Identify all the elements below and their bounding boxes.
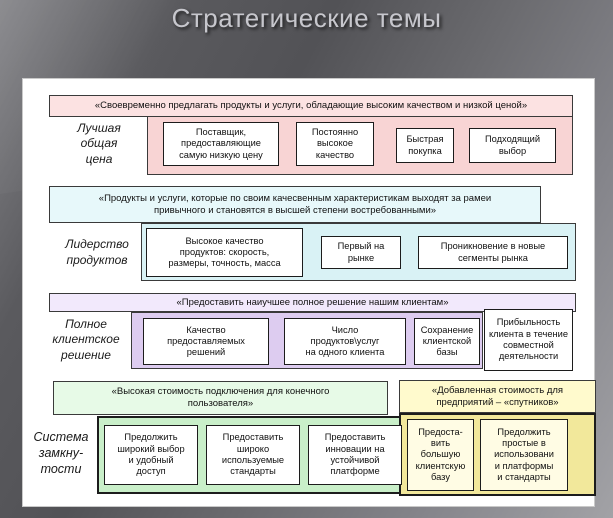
customer-solution-box-profitability: Прибыльность клиента в течение совместно… — [484, 309, 573, 371]
customer-solution-box-retention: Сохранение клиентской базы — [414, 318, 480, 365]
product-leadership-side-label: Лидерство продуктов — [65, 237, 129, 267]
product-leadership-box-new-segments: Проникновение в новые сегменты рынка — [418, 236, 568, 269]
lock-in-box-simple-platforms: Предолжить простые в использовани и плат… — [480, 419, 568, 491]
content-panel: «Своевременно предлагать продукты и услу… — [22, 78, 596, 507]
product-leadership-header-band: «Продукты и услуги, которые по своим кач… — [49, 186, 541, 223]
best-price-box-quality: Постоянно высокое качество — [296, 122, 374, 166]
page-title: Стратегические темы — [171, 3, 442, 33]
lock-in-box-innovation: Предоставить инновации на устойчивой пла… — [308, 425, 402, 485]
lock-in-side-label: Система замкну- тости — [33, 429, 89, 477]
lock-in-box-wide-choice: Предолжить широкий выбор и удобный досту… — [104, 425, 198, 485]
lock-in-yellow-header-band: «Добавленная стоимость для предприятий –… — [399, 380, 596, 413]
customer-solution-box-quality: Качество предоставляемых решений — [143, 318, 269, 365]
lock-in-box-standards: Предоставить широко используемые стандар… — [206, 425, 300, 485]
customer-solution-side-label: Полное клиентское решение — [52, 316, 120, 362]
best-price-box-fast-purchase: Быстрая покупка — [396, 128, 454, 163]
product-leadership-box-first-to-market: Первый на рынке — [321, 236, 401, 269]
best-price-box-suitable-choice: Подходящий выбор — [469, 128, 556, 163]
best-price-box-supplier: Поставщик, предоставляющие самую низкую … — [163, 122, 279, 166]
best-price-side-label: Лучшая общая цена — [77, 120, 121, 166]
best-price-header-band: «Своевременно предлагать продукты и услу… — [49, 95, 573, 117]
customer-solution-header-band: «Предоставить наиучшее полное решение на… — [49, 293, 576, 312]
lock-in-green-header-band: «Высокая стоимость подключения для конеч… — [53, 381, 388, 415]
lock-in-box-client-base: Предоста- вить большую клиентскую базу — [407, 419, 474, 491]
customer-solution-box-products-per-client: Число продуктов\услуг на одного клиента — [284, 318, 406, 365]
product-leadership-box-high-quality: Высокое качество продуктов: скорость, ра… — [146, 228, 303, 277]
